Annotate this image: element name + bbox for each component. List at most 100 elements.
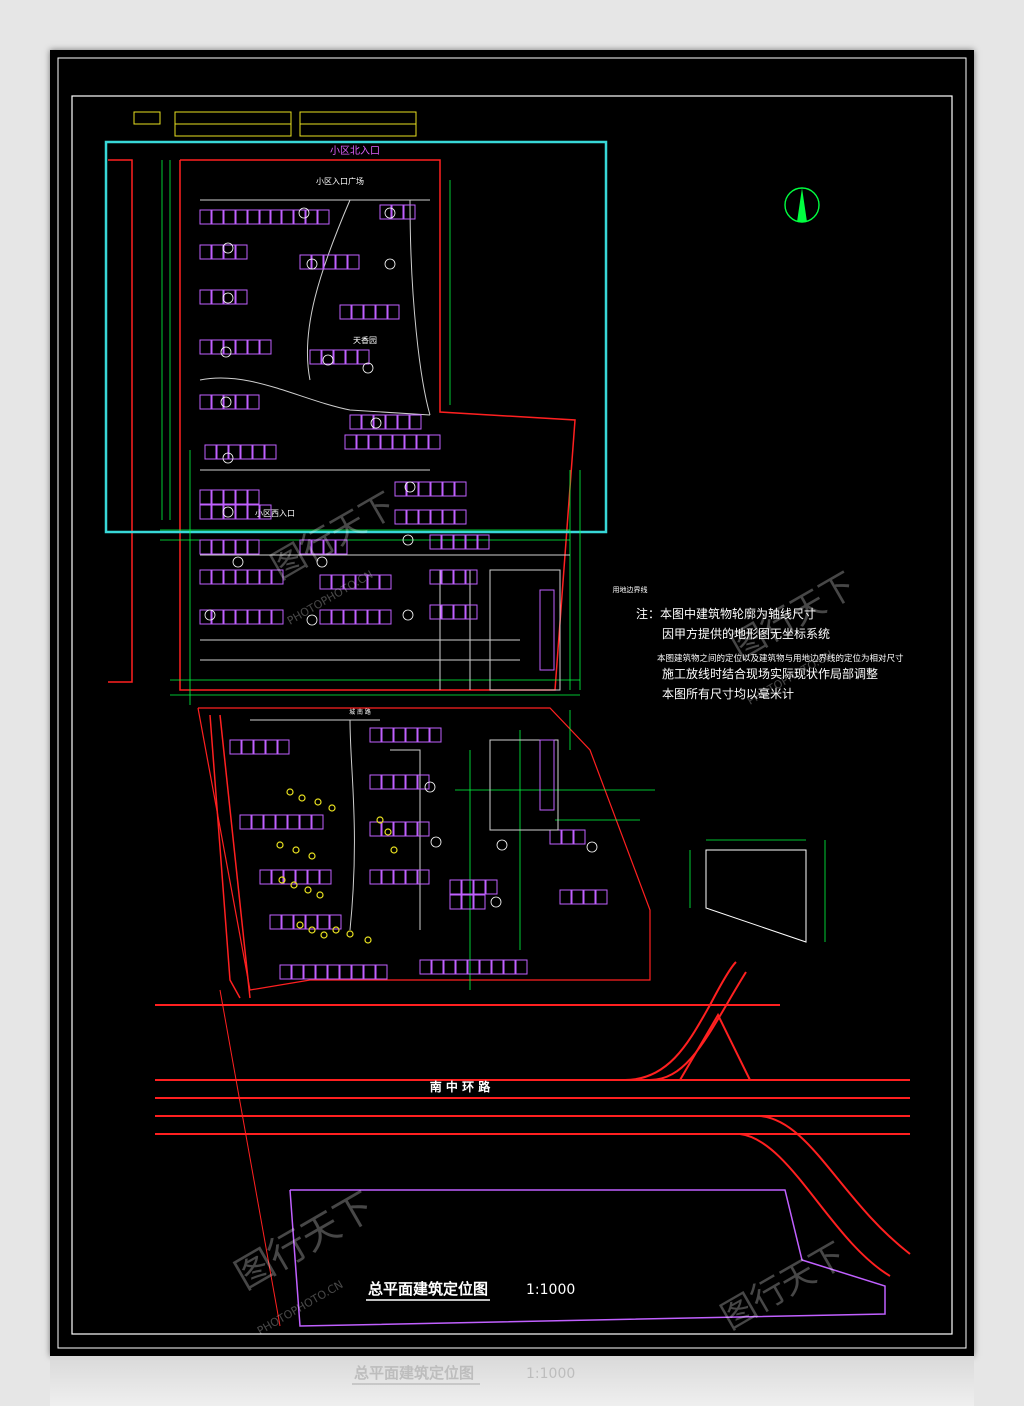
building-unit xyxy=(223,394,236,410)
building-number-circle xyxy=(362,362,374,374)
building-unit xyxy=(397,414,410,430)
building-unit xyxy=(381,774,394,790)
building-unit xyxy=(442,481,455,497)
building-unit xyxy=(405,869,418,885)
building-unit xyxy=(429,604,442,620)
building-unit xyxy=(559,889,572,905)
building-number-circle xyxy=(384,258,396,270)
building-unit xyxy=(311,539,324,555)
building-number-circle xyxy=(384,207,396,219)
building-unit xyxy=(356,434,369,450)
building-unit xyxy=(373,414,386,430)
site-boundary-lower xyxy=(197,707,651,991)
building-number-circle xyxy=(490,896,502,908)
building-unit xyxy=(319,574,332,590)
building-unit xyxy=(363,964,376,980)
parking-area xyxy=(489,569,561,831)
building-number-circle xyxy=(402,534,414,546)
building-unit xyxy=(251,814,264,830)
tree-symbol xyxy=(292,846,300,854)
building-unit xyxy=(211,539,224,555)
tree-symbol xyxy=(328,804,336,812)
building-unit xyxy=(441,569,454,585)
building-unit xyxy=(405,727,418,743)
building-unit xyxy=(431,959,444,975)
building-unit xyxy=(235,244,248,260)
building-unit xyxy=(211,339,224,355)
building-unit xyxy=(583,889,596,905)
building-unit xyxy=(223,539,236,555)
building-number-circle xyxy=(222,242,234,254)
building-unit xyxy=(259,339,272,355)
building-unit xyxy=(311,814,324,830)
inner-frame xyxy=(71,95,953,1335)
building-unit xyxy=(453,604,466,620)
building-unit xyxy=(283,869,296,885)
building-unit xyxy=(223,489,236,505)
building-unit xyxy=(235,569,248,585)
west-boundary xyxy=(108,159,133,683)
watermark: 图行天下 PHOTOPHOTO.CN 图行天下 PHOTOPHOTO.CN 图行… xyxy=(228,485,863,1338)
note-line-2: 因甲方提供的地形图无坐标系统 xyxy=(662,626,830,641)
building-unit xyxy=(417,869,430,885)
building-number-circle xyxy=(220,346,232,358)
tree-symbol xyxy=(290,881,298,889)
building-unit xyxy=(477,534,490,550)
building-unit xyxy=(199,504,212,520)
building-unit xyxy=(357,349,370,365)
building-unit xyxy=(429,534,442,550)
outer-frame xyxy=(57,57,967,1349)
building-unit xyxy=(392,434,405,450)
building-unit xyxy=(235,289,248,305)
building-unit xyxy=(235,539,248,555)
building-unit xyxy=(299,254,312,270)
site-plan-drawing: 小区北入口 小区入口广场 天香园 小区西入口 用地边界线 城 南 路 南 中 环… xyxy=(57,57,967,1349)
building-unit xyxy=(211,289,224,305)
tree-symbol xyxy=(384,828,392,836)
building-unit xyxy=(455,959,468,975)
site-boundary-upper xyxy=(179,159,576,691)
building-unit xyxy=(247,609,260,625)
building-unit xyxy=(461,879,474,895)
note-line-5: 本图所有尺寸均以毫米计 xyxy=(662,686,794,701)
building-unit xyxy=(485,879,498,895)
building-unit xyxy=(379,204,392,220)
building-unit xyxy=(333,349,346,365)
building-unit xyxy=(199,569,212,585)
building-unit xyxy=(561,829,574,845)
tree-symbol xyxy=(308,926,316,934)
main-road-label: 南 中 环 路 xyxy=(430,1079,492,1094)
west-entrance-label: 小区西入口 xyxy=(255,509,295,518)
building-unit xyxy=(367,574,380,590)
garden-label: 天香园 xyxy=(353,335,377,345)
building-unit xyxy=(363,304,376,320)
building-unit xyxy=(393,869,406,885)
building-unit xyxy=(441,534,454,550)
building-unit xyxy=(199,289,212,305)
dimension-lines xyxy=(160,160,655,990)
building-unit xyxy=(293,914,306,930)
building-unit xyxy=(235,609,248,625)
building-unit xyxy=(279,964,292,980)
building-unit xyxy=(473,879,486,895)
building-unit xyxy=(305,209,318,225)
building-unit xyxy=(223,209,236,225)
building-unit xyxy=(311,254,324,270)
building-unit xyxy=(305,914,318,930)
building-unit xyxy=(347,254,360,270)
tree-symbol xyxy=(346,930,354,938)
building-unit xyxy=(235,489,248,505)
building-unit xyxy=(235,339,248,355)
building-unit xyxy=(416,434,429,450)
building-unit xyxy=(303,964,316,980)
tree-symbol xyxy=(390,846,398,854)
internal-roads xyxy=(199,199,570,931)
building-unit xyxy=(211,394,224,410)
building-unit xyxy=(264,444,277,460)
building-unit xyxy=(375,304,388,320)
entrance-plaza-label: 小区入口广场 xyxy=(316,176,364,186)
building-unit xyxy=(443,959,456,975)
building-unit xyxy=(211,609,224,625)
building-unit xyxy=(223,569,236,585)
south-road-edge xyxy=(219,989,281,1327)
